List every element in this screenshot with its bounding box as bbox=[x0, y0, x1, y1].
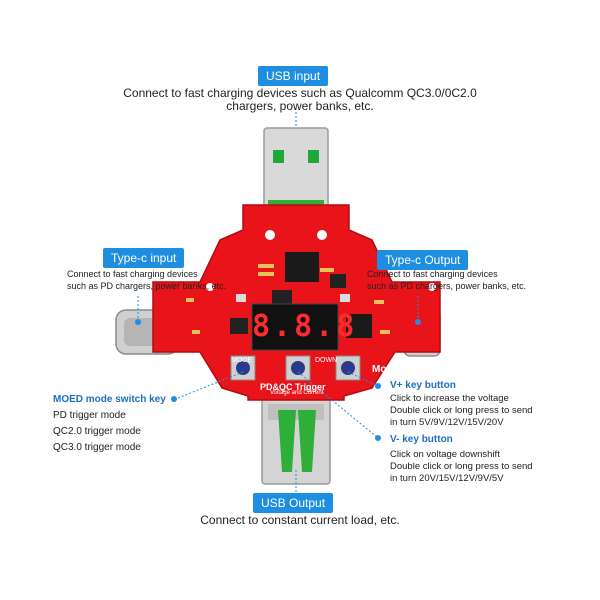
seven-segment-display: 8.8.8 bbox=[252, 309, 358, 344]
usb-output-badge: USB Output bbox=[253, 493, 334, 513]
down-button[interactable] bbox=[285, 355, 311, 381]
vminus-line-1: Click on voltage downshift bbox=[390, 449, 500, 460]
usb-input-badge: USB input bbox=[258, 66, 329, 86]
vplus-key-title: V+ key button bbox=[390, 380, 456, 391]
typec-input-badge: Type-c input bbox=[103, 248, 185, 268]
usb-input-desc-2: chargers, power banks, etc. bbox=[226, 99, 374, 113]
vminus-line-2: Double click or long press to send bbox=[390, 461, 533, 472]
usb-input-desc-1: Connect to fast charging devices such as… bbox=[123, 86, 477, 100]
vplus-line-1: Click to increase the voltage bbox=[390, 393, 509, 404]
model-label: Model:PQ30 bbox=[372, 364, 430, 375]
display-frame bbox=[251, 303, 339, 351]
vminus-line-3: in turn 20V/15V/12V/9V/5V bbox=[390, 473, 504, 484]
typec-output-desc-1: Connect to fast charging devices bbox=[367, 269, 498, 279]
mode-key-title: MOED mode switch key bbox=[53, 394, 166, 405]
board-name: PD&QC Trigger bbox=[260, 382, 326, 392]
mode-item-qc2: QC2.0 trigger mode bbox=[53, 426, 141, 437]
typec-input-desc-1: Connect to fast charging devices bbox=[67, 269, 198, 279]
typec-output-badge: Type-c Output bbox=[377, 250, 469, 270]
typec-input-desc-2: such as PD chargers, power banks, etc. bbox=[67, 281, 227, 291]
up-button[interactable] bbox=[335, 355, 361, 381]
usb-output-desc: Connect to constant current load, etc. bbox=[200, 513, 400, 527]
mode-item-pd: PD trigger mode bbox=[53, 410, 126, 421]
mode-button[interactable] bbox=[230, 355, 256, 381]
down-button-label: DOWN bbox=[315, 357, 338, 364]
typec-output-desc-2: such as PD chargers, power banks, etc. bbox=[367, 281, 527, 291]
board-subtitle: Voltage and Current bbox=[270, 390, 324, 396]
vplus-line-2: Double click or long press to send bbox=[390, 405, 533, 416]
mode-button-label: MODE bbox=[231, 357, 252, 364]
vminus-key-title: V- key button bbox=[390, 434, 453, 445]
vplus-line-3: in turn 5V/9V/12V/15V/20V bbox=[390, 417, 504, 428]
mode-item-qc3: QC3.0 trigger mode bbox=[53, 442, 141, 453]
